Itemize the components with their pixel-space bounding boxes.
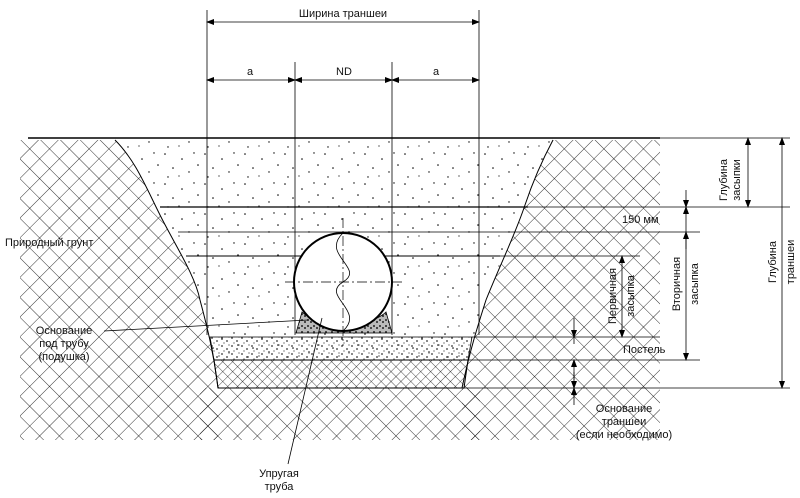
fill-depth-label-2: засыпки xyxy=(731,159,743,200)
bedding-layer xyxy=(209,336,473,361)
secondary-fill-label-1: Вторичная xyxy=(671,257,683,311)
nd-label: ND xyxy=(336,66,352,78)
pipe-deflection-curve xyxy=(336,232,350,332)
trench-width-label: Ширина траншеи xyxy=(299,8,387,20)
pipe-base-label-1: Основание xyxy=(36,325,92,337)
primary-fill-label-2: засыпка xyxy=(625,274,637,317)
trench-base-label-1: Основание xyxy=(596,403,652,415)
dim-150mm-label: 150 мм xyxy=(622,214,659,226)
bedding-label: Постель xyxy=(623,344,666,356)
secondary-fill-label-2: засыпка xyxy=(689,262,701,305)
native-soil-label: Природный грунт xyxy=(5,237,93,249)
trench-wall-left xyxy=(114,139,219,389)
pipe-base-leader xyxy=(103,319,309,332)
flexible-pipe-label-1: Упругая xyxy=(259,468,299,480)
native-soil-left xyxy=(20,140,218,440)
native-soil-bottom xyxy=(200,388,480,440)
trench-depth-label-1: Глубина xyxy=(767,240,779,283)
a-right-label: a xyxy=(433,66,440,78)
trench-depth-label-2: траншеи xyxy=(785,240,797,284)
trench-base-label-2: траншеи xyxy=(602,416,646,428)
native-soil-right xyxy=(462,140,660,440)
fill-depth-label-1: Глубина xyxy=(718,158,730,201)
trench-wall-right xyxy=(461,139,554,389)
pipe-base-label-3: (подушка) xyxy=(38,351,89,363)
flexible-pipe-label-2: труба xyxy=(265,481,295,493)
pipe-base-label-2: под трубу xyxy=(39,338,89,350)
flexible-pipe-leader xyxy=(287,317,323,465)
trench-base-label-3: (если необходимо) xyxy=(576,429,672,441)
a-left-label: a xyxy=(247,66,254,78)
primary-fill-label-1: Первичная xyxy=(607,268,619,324)
